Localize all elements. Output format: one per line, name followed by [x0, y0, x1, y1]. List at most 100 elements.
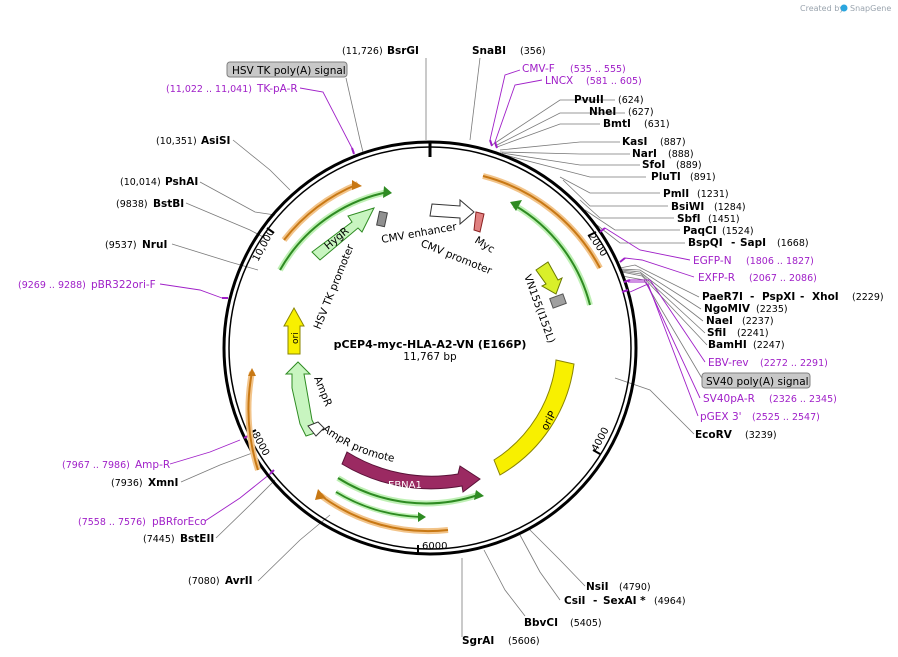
primer-pos: (7558 .. 7576) [78, 517, 146, 528]
site-name: PmlI [663, 188, 689, 200]
site-name-2: SapI [740, 237, 766, 249]
primer-name: SV40pA-R [703, 393, 755, 405]
primer-marks [222, 139, 631, 475]
site-bsiwi: BsiWI (1284) [671, 201, 746, 213]
site-name: BmtI [603, 118, 631, 130]
site-name: CsiI [564, 595, 585, 607]
site-bstbi: (9838) BstBI [116, 198, 184, 210]
site-name: PshAI [165, 176, 198, 188]
site-name: BsiWI [671, 201, 704, 213]
site-sep: - [593, 595, 597, 607]
site-paer7i: PaeR7I - PspXI - XhoI (2229) [702, 291, 884, 303]
site-bmti: BmtI (631) [603, 118, 670, 130]
primer-pos: (581 .. 605) [586, 76, 642, 87]
site-pos: (11,726) [342, 46, 383, 57]
ampr-label: AmpR [311, 375, 334, 409]
site-name-2: PspXI [762, 291, 795, 303]
site-kasi: KasI (887) [622, 136, 686, 148]
site-name: PaqCI [683, 225, 717, 237]
site-pos: (1231) [697, 189, 729, 200]
site-pos: (5606) [508, 636, 540, 647]
site-name: SnaBI [472, 45, 506, 57]
cmv-enhancer-label: CMV enhancer [380, 221, 458, 246]
site-bsrgi: (11,726) BsrGI [342, 45, 419, 57]
primer-lncx: LNCX (581 .. 605) [545, 75, 642, 87]
site-pos: (1668) [777, 238, 809, 249]
site-pos: (7936) [111, 478, 143, 489]
site-nsii: NsiI (4790) [586, 581, 651, 593]
site-name: EcoRV [695, 429, 733, 441]
site-pshai: (10,014) PshAI [120, 176, 198, 188]
site-naei: NaeI (2237) [706, 315, 774, 327]
sv40-polya-label: SV40 poly(A) signal [706, 376, 809, 388]
primer-sv40par: SV40pA-R (2326 .. 2345) [703, 393, 837, 405]
primer-pos: (1806 .. 1827) [746, 256, 814, 267]
site-pos: (5405) [570, 618, 602, 629]
site-bbvci: BbvCI (5405) [524, 617, 602, 629]
site-pos: (2229) [852, 292, 884, 303]
primer-pos: (2326 .. 2345) [769, 394, 837, 405]
site-name-2: SexAI * [603, 595, 646, 607]
cmv-features: CMV enhancer CMV promoter Myc [376, 198, 497, 277]
site-name: BstEII [180, 533, 214, 545]
primer-pos: (2067 .. 2086) [749, 273, 817, 284]
site-asisi: (10,351) AsiSI [156, 135, 230, 147]
site-pvuii: PvuII (624) [574, 94, 644, 106]
primer-name: EBV-rev [708, 357, 749, 369]
site-pos: (2247) [753, 340, 785, 351]
site-pos: (7080) [188, 576, 220, 587]
site-name: SfoI [642, 159, 665, 171]
site-name: AvrII [225, 575, 253, 587]
site-nhei: NheI (627) [589, 106, 654, 118]
site-sep: - [800, 291, 804, 303]
primer-pgex3: pGEX 3' (2525 .. 2547) [700, 411, 820, 423]
site-pos: (9537) [105, 240, 137, 251]
primer-pos: (2525 .. 2547) [752, 412, 820, 423]
site-ngomiv: NgoMIV (2235) [704, 303, 788, 315]
primer-egfpn: EGFP-N (1806 .. 1827) [693, 255, 814, 267]
hsvtk-polya-label: HSV TK poly(A) signal [232, 65, 346, 77]
site-sfii: SfiI (2241) [707, 327, 769, 339]
ebna1-feature: EBNA1 [341, 451, 481, 493]
site-name: NruI [142, 239, 167, 251]
ebna1-label: EBNA1 [388, 480, 422, 491]
site-ecorv: EcoRV (3239) [695, 429, 777, 441]
site-pos: (887) [660, 137, 686, 148]
site-sbfi: SbfI (1451) [677, 213, 740, 225]
orip-feature: oriP [493, 359, 575, 476]
primer-pos: (7967 .. 7986) [62, 460, 130, 471]
primer-name: pBRforEco [152, 516, 206, 528]
site-pos: (1451) [708, 214, 740, 225]
backbone [222, 140, 638, 556]
feature-arcs [245, 173, 603, 535]
site-pos: (631) [644, 119, 670, 130]
site-name: PaeR7I [702, 291, 743, 303]
site-name: SbfI [677, 213, 701, 225]
site-name: BspQI [688, 237, 723, 249]
site-bamhi: BamHI (2247) [708, 339, 785, 351]
site-pos: (1284) [714, 202, 746, 213]
snapgene-logo-icon [840, 4, 848, 12]
site-pos: (2237) [742, 316, 774, 327]
primer-name: CMV-F [522, 63, 555, 75]
primer-name: TK-pA-R [256, 83, 298, 95]
myc-label: Myc [472, 234, 496, 255]
snapgene-credit: Created by SnapGene [800, 4, 891, 13]
site-name: NgoMIV [704, 303, 751, 315]
credit-brand: SnapGene [850, 4, 891, 13]
primer-exfpr: EXFP-R (2067 .. 2086) [698, 272, 817, 284]
site-csii: CsiI - SexAI * (4964) [564, 595, 686, 607]
primer-pbrfor: (7558 .. 7576) pBRforEco [78, 516, 206, 528]
site-bspqi: BspQI - SapI (1668) [688, 237, 809, 249]
site-name: SgrAI [462, 635, 494, 647]
site-pos: (2241) [737, 328, 769, 339]
site-pmli: PmlI (1231) [663, 188, 729, 200]
site-pos: (10,351) [156, 136, 197, 147]
plasmid-name: pCEP4-myc-HLA-A2-VN (E166P) [334, 338, 527, 351]
primer-pos: (9269 .. 9288) [18, 280, 86, 291]
site-name: BstBI [153, 198, 184, 210]
site-pos: (9838) [116, 199, 148, 210]
primer-ampr: (7967 .. 7986) Amp-R [62, 459, 170, 471]
site-pluti: PluTI (891) [651, 171, 716, 183]
